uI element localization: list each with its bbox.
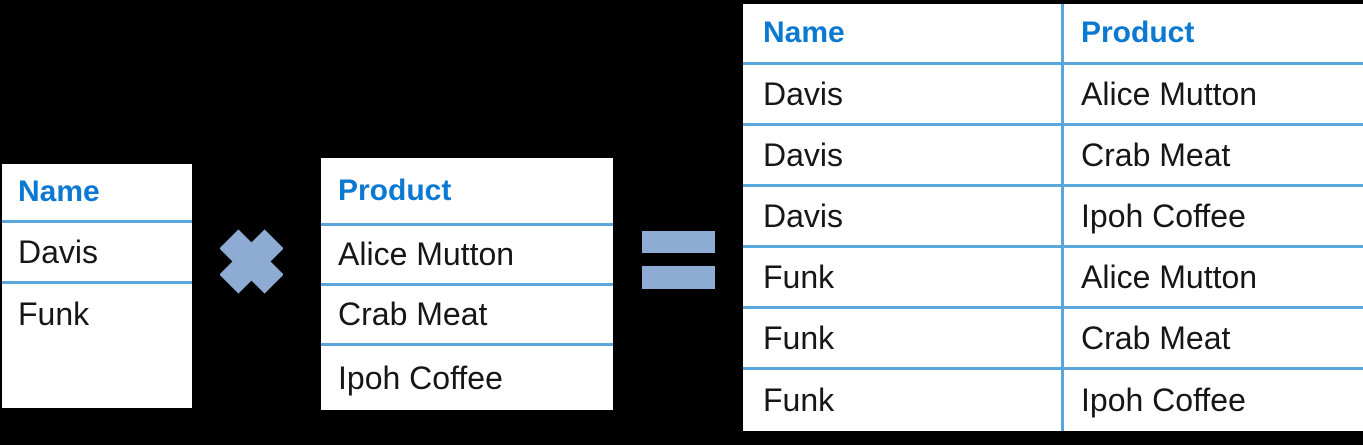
name-table-header: Name — [2, 164, 192, 223]
multiply-icon — [220, 229, 283, 294]
result-row: Funk Crab Meat — [743, 309, 1363, 370]
result-cell-name: Funk — [763, 258, 835, 295]
result-cell-name: Funk — [763, 382, 835, 418]
equals-bar — [642, 266, 715, 289]
result-header-name: Name — [763, 16, 845, 49]
result-cell-product: Crab Meat — [1061, 309, 1363, 367]
result-row: Davis Ipoh Coffee — [743, 187, 1363, 248]
result-row: Davis Crab Meat — [743, 126, 1363, 187]
result-cell-name: Davis — [763, 136, 844, 173]
result-header-row: Name Product — [743, 4, 1363, 65]
result-cell-product: Alice Mutton — [1061, 248, 1363, 306]
result-cell-name: Funk — [763, 319, 835, 356]
equals-icon — [642, 231, 715, 289]
equals-bar — [642, 231, 715, 253]
name-table-row: Funk — [18, 296, 90, 332]
result-header-product: Product — [1061, 4, 1363, 62]
product-table: Product Alice Mutton Crab Meat Ipoh Coff… — [321, 158, 613, 410]
result-cell-product: Crab Meat — [1061, 126, 1363, 184]
result-table: Name Product Davis Alice Mutton Davis Cr… — [743, 4, 1363, 431]
product-table-row: Alice Mutton — [321, 226, 613, 286]
product-table-header: Product — [321, 158, 613, 226]
result-cell-product: Alice Mutton — [1061, 65, 1363, 123]
result-row: Davis Alice Mutton — [743, 65, 1363, 126]
name-table-row: Davis — [2, 223, 192, 284]
result-row: Funk Ipoh Coffee — [743, 370, 1363, 431]
result-row: Funk Alice Mutton — [743, 248, 1363, 309]
product-table-row: Ipoh Coffee — [338, 359, 503, 396]
result-cell-name: Davis — [763, 197, 844, 234]
result-cell-product: Ipoh Coffee — [1061, 187, 1363, 245]
product-table-row: Crab Meat — [321, 286, 613, 346]
result-cell-name: Davis — [763, 75, 844, 112]
result-cell-product: Ipoh Coffee — [1061, 370, 1363, 431]
name-table: Name Davis Funk — [2, 164, 192, 408]
